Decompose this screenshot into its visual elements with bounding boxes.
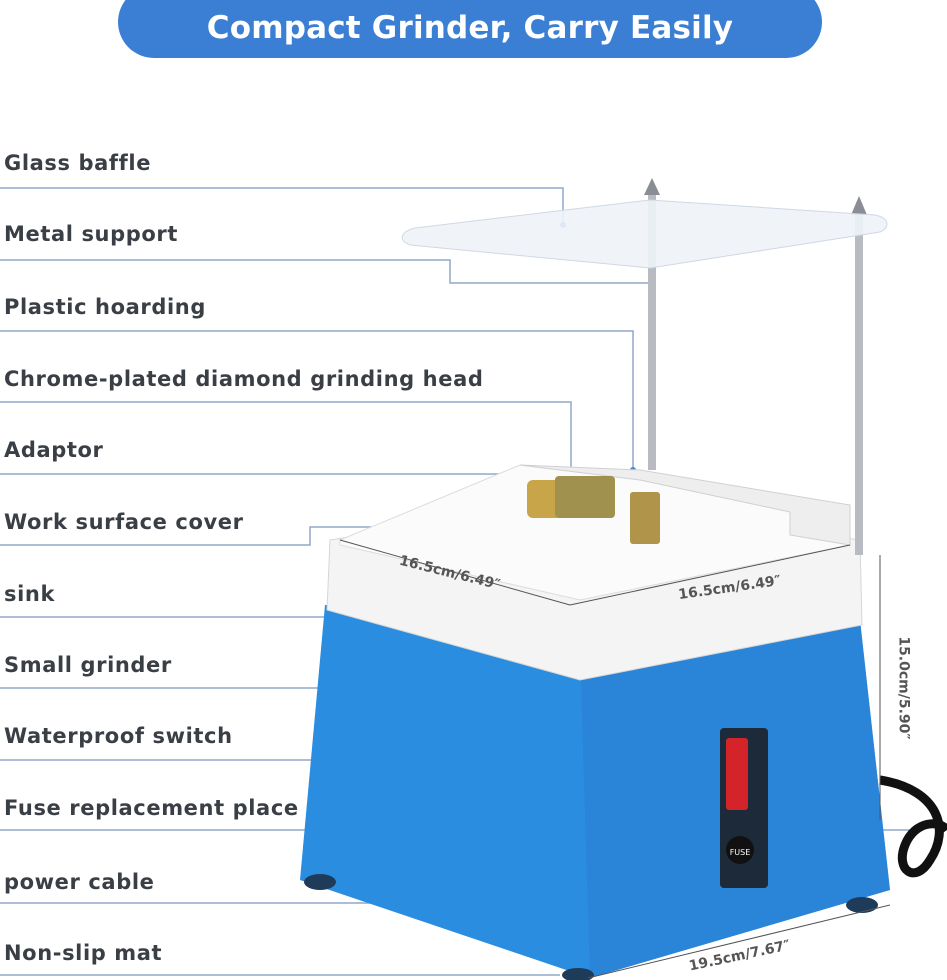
foot-right xyxy=(846,897,878,913)
foot-left xyxy=(304,874,336,890)
label-small-grinder: Small grinder xyxy=(4,653,172,677)
leader-metal-support xyxy=(0,259,653,284)
label-fuse-replacement: Fuse replacement place xyxy=(4,796,299,820)
fuse-holder xyxy=(726,836,754,864)
label-grinding-head: Chrome-plated diamond grinding head xyxy=(4,367,484,391)
title-banner: Compact Grinder, Carry Easily xyxy=(118,0,822,58)
support-cap-right xyxy=(851,196,867,215)
leader-glass-baffle xyxy=(0,187,564,225)
waterproof-switch-shape xyxy=(726,738,748,810)
label-glass-baffle: Glass baffle xyxy=(4,151,152,175)
leader-plastic-hoarding xyxy=(0,330,634,470)
adaptor-shape xyxy=(527,480,562,518)
metal-support-left xyxy=(648,190,656,470)
label-adaptor: Adaptor xyxy=(4,438,104,462)
plastic-hoarding-shape xyxy=(519,464,851,546)
grinding-head-shape xyxy=(555,476,615,518)
label-work-surface-cover: Work surface cover xyxy=(4,510,244,534)
label-waterproof-switch: Waterproof switch xyxy=(4,724,233,748)
fuse-text: FUSE xyxy=(730,848,751,857)
label-plastic-hoarding: Plastic hoarding xyxy=(4,295,206,319)
power-cable-shape xyxy=(879,775,947,878)
label-metal-support: Metal support xyxy=(4,222,178,246)
dimension-height: 15.0cm/5.90″ xyxy=(895,636,912,740)
label-non-slip-mat: Non-slip mat xyxy=(4,941,163,965)
banner-title: Compact Grinder, Carry Easily xyxy=(206,10,734,46)
dimension-lines xyxy=(339,539,891,979)
spindle-adaptor xyxy=(630,492,660,544)
foot-front xyxy=(562,968,594,980)
glass-baffle-shape xyxy=(401,199,888,269)
metal-support-right xyxy=(855,210,863,555)
label-sink: sink xyxy=(4,582,56,606)
support-cap-left xyxy=(644,178,660,195)
label-power-cable: power cable xyxy=(4,870,155,894)
